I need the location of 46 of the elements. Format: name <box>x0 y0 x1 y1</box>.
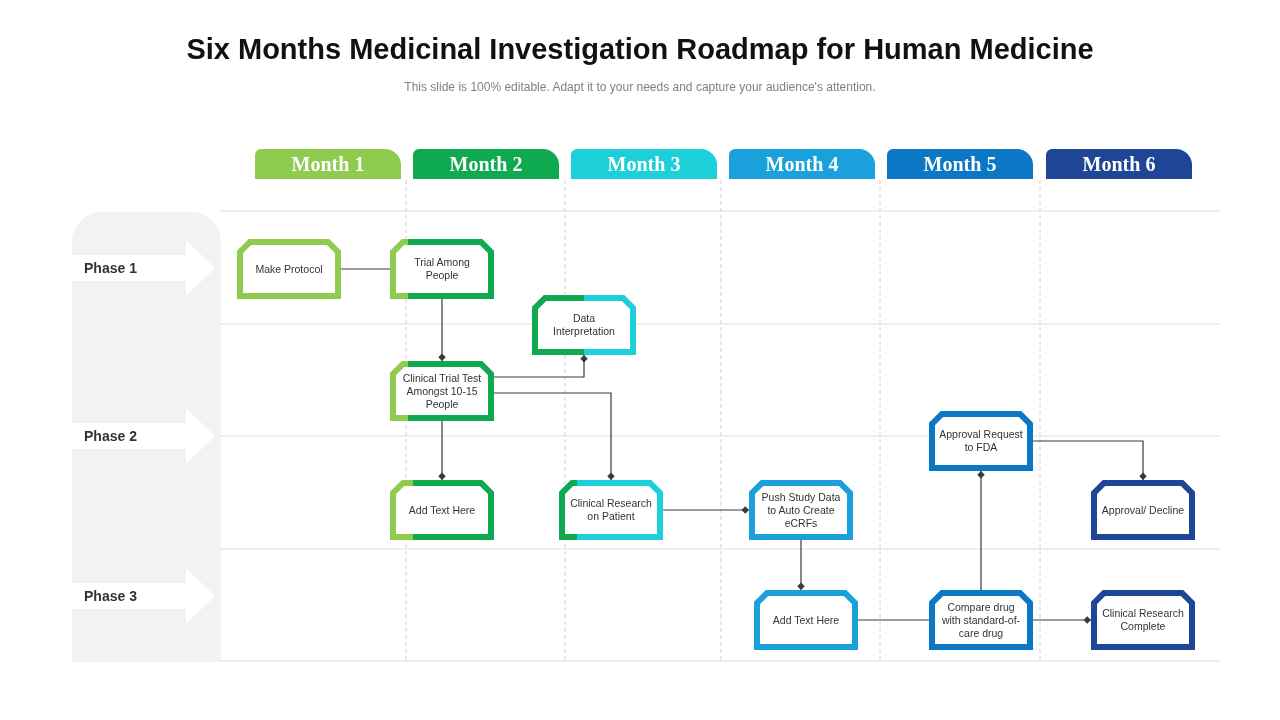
month-header: Month 4 <box>729 149 875 179</box>
process-box <box>1091 590 1195 650</box>
box-label: Add Text Here <box>772 613 840 627</box>
connector <box>493 354 588 378</box>
box-label: Compare drug with standard-of-care drug <box>940 600 1022 640</box>
month-header: Month 6 <box>1046 149 1192 179</box>
phase-label: Phase 3 <box>84 587 137 605</box>
box-label: Approval Request to FDA <box>938 428 1024 454</box>
box-label: Clinical Trial Test Amongst 10-15 People <box>401 371 483 411</box>
connector <box>1032 616 1092 624</box>
connector <box>493 392 615 481</box>
connector <box>340 268 391 270</box>
month-header: Month 2 <box>413 149 559 179</box>
phase-label: Phase 2 <box>84 427 137 445</box>
connector <box>662 506 750 514</box>
box-label: Clinical Research Complete <box>1101 607 1185 633</box>
process-box <box>237 239 341 299</box>
process-box <box>749 480 853 540</box>
process-box <box>390 239 494 299</box>
process-box <box>390 361 494 421</box>
process-box <box>929 411 1033 471</box>
box-label: Data Interpretation <box>552 312 616 338</box>
month-header: Month 1 <box>255 149 401 179</box>
subtitle: This slide is 100% editable. Adapt it to your needs and capture your audience's attention. <box>403 79 877 96</box>
connector <box>797 539 805 591</box>
box-label: Push Study Data to Auto Create eCRFs <box>760 490 842 530</box>
process-box <box>754 590 858 650</box>
month-header: Month 3 <box>571 149 717 179</box>
process-box <box>532 295 636 355</box>
box-label: Trial Among People <box>413 256 471 282</box>
month-header: Month 5 <box>887 149 1033 179</box>
connector <box>857 619 930 621</box>
title: Six Months Medicinal Investigation Roadmap for Human Medicine <box>185 32 1095 67</box>
connector <box>1032 440 1147 481</box>
connector <box>438 298 446 362</box>
process-box <box>1091 480 1195 540</box>
process-box <box>929 590 1033 650</box>
box-label: Approval/ Decline <box>1101 503 1185 517</box>
connector <box>438 420 446 481</box>
connector <box>977 470 985 591</box>
box-label: Clinical Research on Patient <box>569 497 653 523</box>
process-box <box>559 480 663 540</box>
box-label: Make Protocol <box>255 262 323 276</box>
process-box <box>390 480 494 540</box>
box-label: Add Text Here <box>408 503 476 517</box>
phase-label: Phase 1 <box>84 259 137 277</box>
